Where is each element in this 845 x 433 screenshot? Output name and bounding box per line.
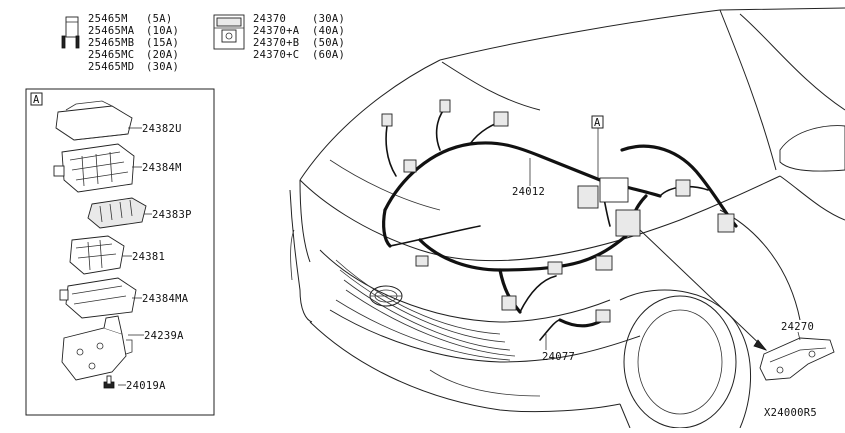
part-label: 24384MA <box>142 293 189 305</box>
fuse-rating: (10A) <box>146 25 179 37</box>
part-label: 24383P <box>152 209 192 221</box>
harness-bracket <box>759 337 835 381</box>
fuse-box-lower-frame <box>59 277 137 319</box>
connector <box>381 113 393 127</box>
fuse-part-number: 25465M <box>88 13 128 25</box>
diagram-code: X24000R5 <box>764 407 817 419</box>
link-rating: (30A) <box>312 13 345 25</box>
fuse-rating: (5A) <box>146 13 173 25</box>
relay-block <box>69 235 125 275</box>
connector <box>595 255 613 271</box>
fuse-part-number: 25465MA <box>88 25 135 37</box>
link-part-number: 24370+B <box>253 37 299 49</box>
part-label: 24019A <box>126 380 166 392</box>
leader-line <box>797 331 801 341</box>
detail-marker-label: A <box>594 117 601 129</box>
fuse-rating: (30A) <box>146 61 179 73</box>
link-rating: (40A) <box>312 25 345 37</box>
link-part-number: 24370+C <box>253 49 299 61</box>
part-label: 24012 <box>512 186 545 198</box>
detail-marker-box <box>591 115 604 129</box>
mini-fuse-icon <box>61 16 80 49</box>
mini-fuse-list: 25465M (5A) 25465MA (10A) 25465MB (15A) … <box>88 13 179 73</box>
part-label: 24239A <box>144 330 184 342</box>
fuse-box-cover <box>55 100 133 141</box>
part-label: 24077 <box>542 351 575 363</box>
part-label: 24381 <box>132 251 165 263</box>
main-wiring-harness <box>381 99 738 341</box>
fusible-link-icon <box>213 14 245 50</box>
fusible-link-list: 24370 (30A) 24370+A (40A) 24370+B (50A) … <box>253 13 345 61</box>
part-label: 24384M <box>142 162 182 174</box>
fuse-box-detail-panel: A 24382U 24384M 24383P <box>25 88 215 416</box>
relay-box <box>599 177 629 203</box>
connector <box>615 209 641 237</box>
bolt-icon <box>103 375 115 389</box>
connector <box>577 185 599 209</box>
callout-arrow <box>639 229 768 351</box>
detail-marker-label: A <box>33 94 40 106</box>
fuse-box-upper-frame <box>53 143 135 193</box>
grille <box>319 249 641 363</box>
fuse-part-number: 25465MC <box>88 49 134 61</box>
brand-emblem <box>369 285 403 307</box>
part-label: 24382U <box>142 123 182 135</box>
front-wheel <box>619 289 752 429</box>
connector <box>717 213 735 233</box>
vehicle-front-line-art <box>289 7 845 429</box>
detail-marker-box <box>30 92 43 106</box>
part-label: 24270 <box>781 321 814 333</box>
fuse-block <box>87 197 147 229</box>
connector <box>439 99 451 113</box>
connector <box>493 111 509 127</box>
connector <box>403 159 417 173</box>
connector <box>675 179 691 197</box>
fuse-part-number: 25465MD <box>88 61 134 73</box>
link-part-number: 24370+A <box>253 25 300 37</box>
connector <box>501 295 517 311</box>
fuse-part-number: 25465MB <box>88 37 134 49</box>
link-rating: (60A) <box>312 49 345 61</box>
fuse-rating: (15A) <box>146 37 179 49</box>
link-rating: (50A) <box>312 37 345 49</box>
connector <box>547 261 563 275</box>
mounting-bracket <box>61 315 133 381</box>
connector <box>595 309 611 323</box>
link-part-number: 24370 <box>253 13 286 25</box>
fuse-rating: (20A) <box>146 49 179 61</box>
connector <box>415 255 429 267</box>
